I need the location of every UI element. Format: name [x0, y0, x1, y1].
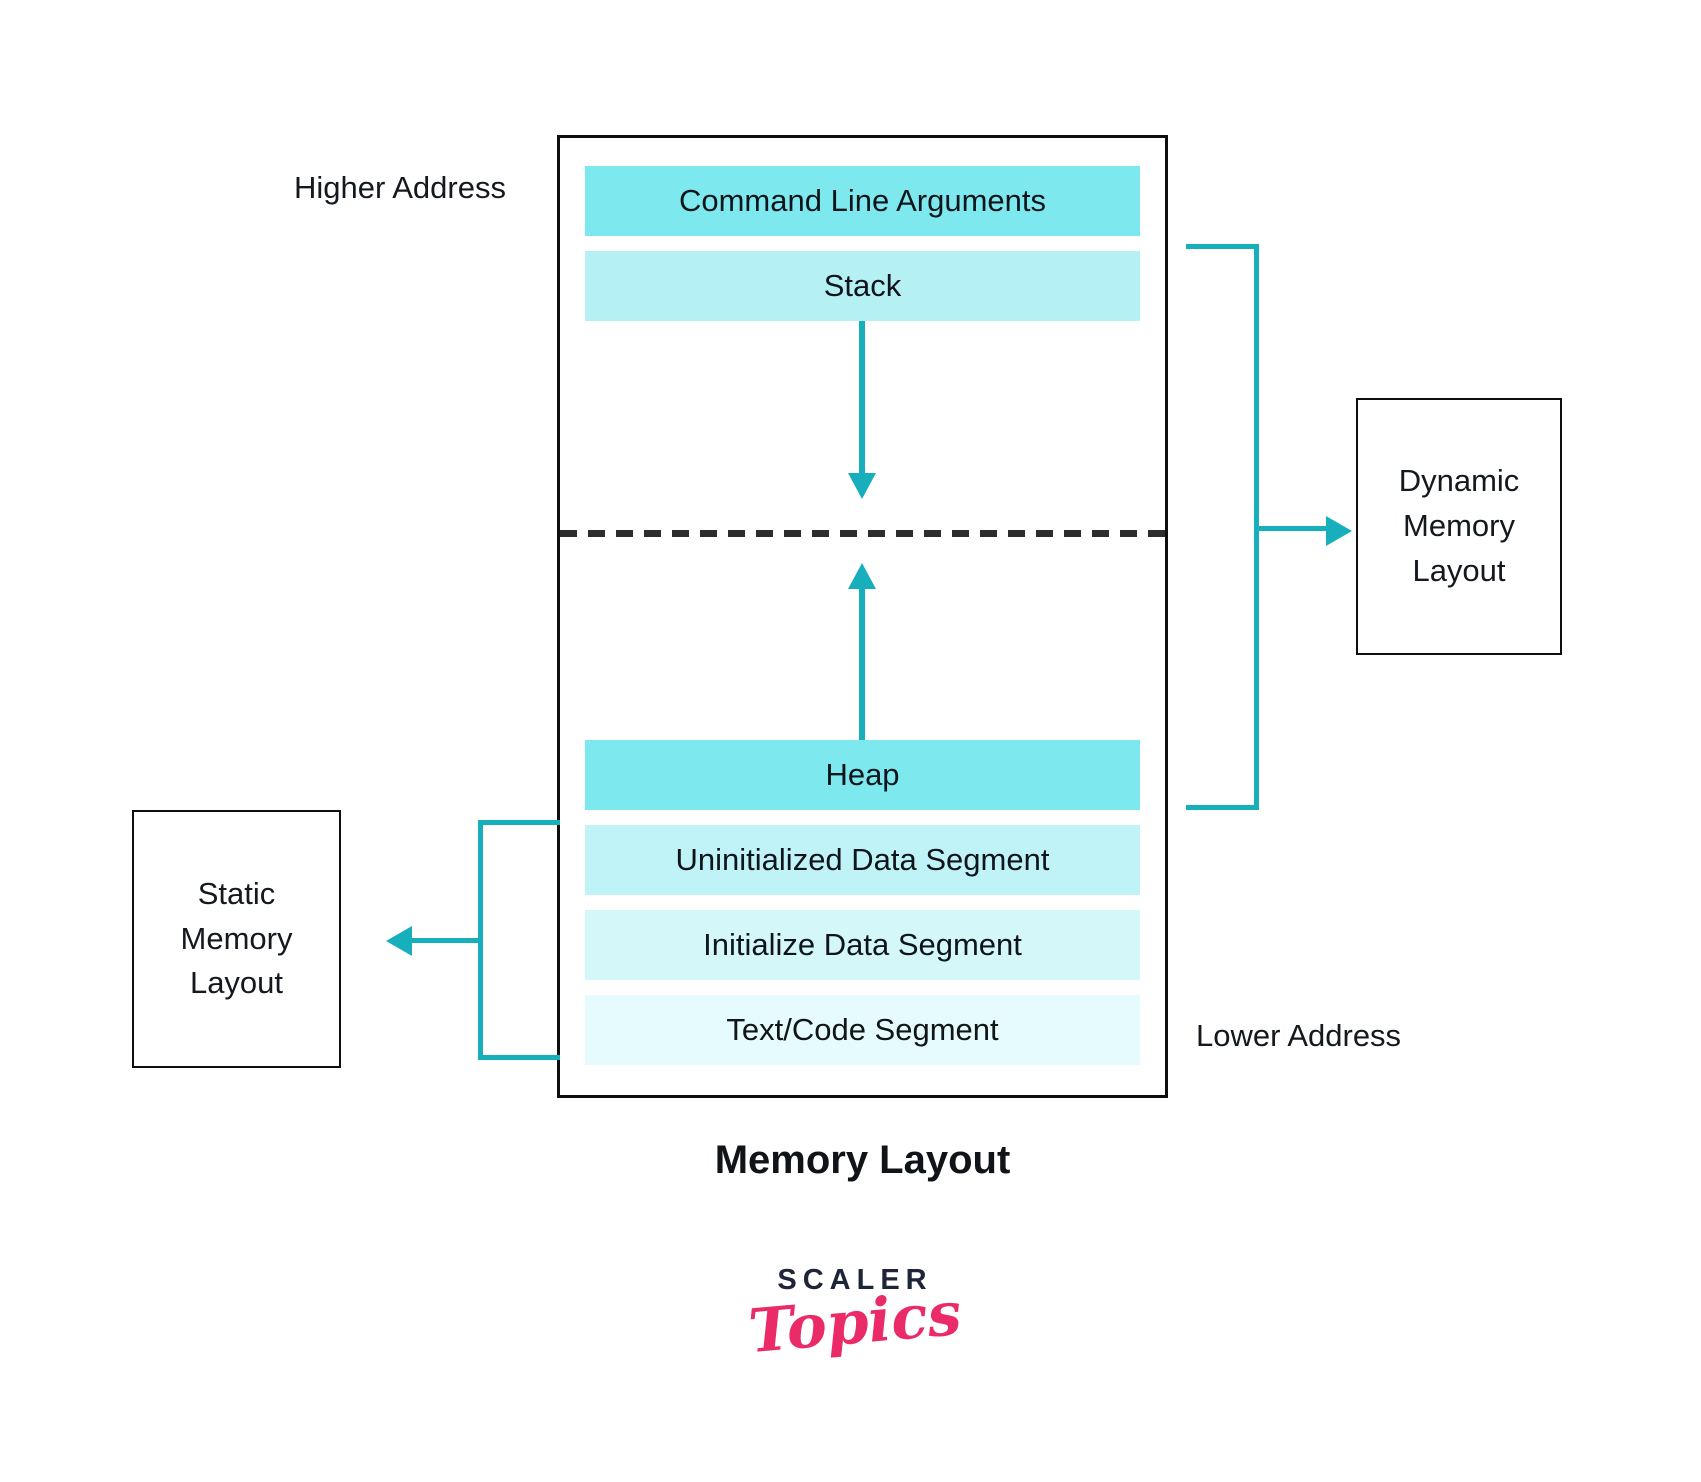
dynamic-box-line: Memory [1403, 508, 1515, 544]
logo-brand-text: SCALER [777, 1264, 933, 1296]
lower-address-label: Lower Address [1196, 1018, 1402, 1053]
segment-uninitialized-data: Uninitialized Data Segment [585, 825, 1140, 895]
heap-growth-arrow-head-icon [848, 563, 876, 589]
segment-heap: Heap [585, 740, 1140, 810]
dashed-divider [560, 530, 1165, 537]
static-box-line: Layout [189, 965, 284, 1001]
dynamic-arrow-head-icon [1326, 516, 1352, 546]
static-arrow-shaft [412, 938, 478, 943]
static-box-line: Memory [180, 920, 293, 956]
static-bracket-bottom [478, 1055, 560, 1060]
static-bracket-vertical [478, 820, 483, 1060]
dynamic-box-line: Dynamic [1398, 463, 1520, 499]
dynamic-arrow-shaft [1254, 526, 1326, 531]
memory-box: Command Line Arguments Stack Heap Uninit… [557, 135, 1168, 1098]
stack-growth-arrow-head-icon [848, 473, 876, 499]
static-box-line: Static [197, 875, 276, 911]
dynamic-box-line: Layout [1412, 552, 1506, 588]
stack-growth-arrow-shaft [859, 321, 865, 473]
dynamic-memory-layout-box: Dynamic Memory Layout [1356, 398, 1562, 655]
heap-growth-arrow-shaft [859, 589, 865, 740]
static-bracket-top [478, 820, 560, 825]
segment-text-code: Text/Code Segment [585, 995, 1140, 1065]
segment-stack: Stack [585, 251, 1140, 321]
diagram-caption: Memory Layout [714, 1138, 1011, 1182]
higher-address-label: Higher Address [294, 170, 506, 205]
static-memory-layout-box: Static Memory Layout [132, 810, 341, 1068]
segment-command-line-arguments: Command Line Arguments [585, 166, 1140, 236]
dynamic-bracket-bottom [1186, 805, 1259, 810]
segment-initialize-data: Initialize Data Segment [585, 910, 1140, 980]
dynamic-bracket-top [1186, 244, 1259, 249]
static-arrow-head-icon [386, 926, 412, 956]
